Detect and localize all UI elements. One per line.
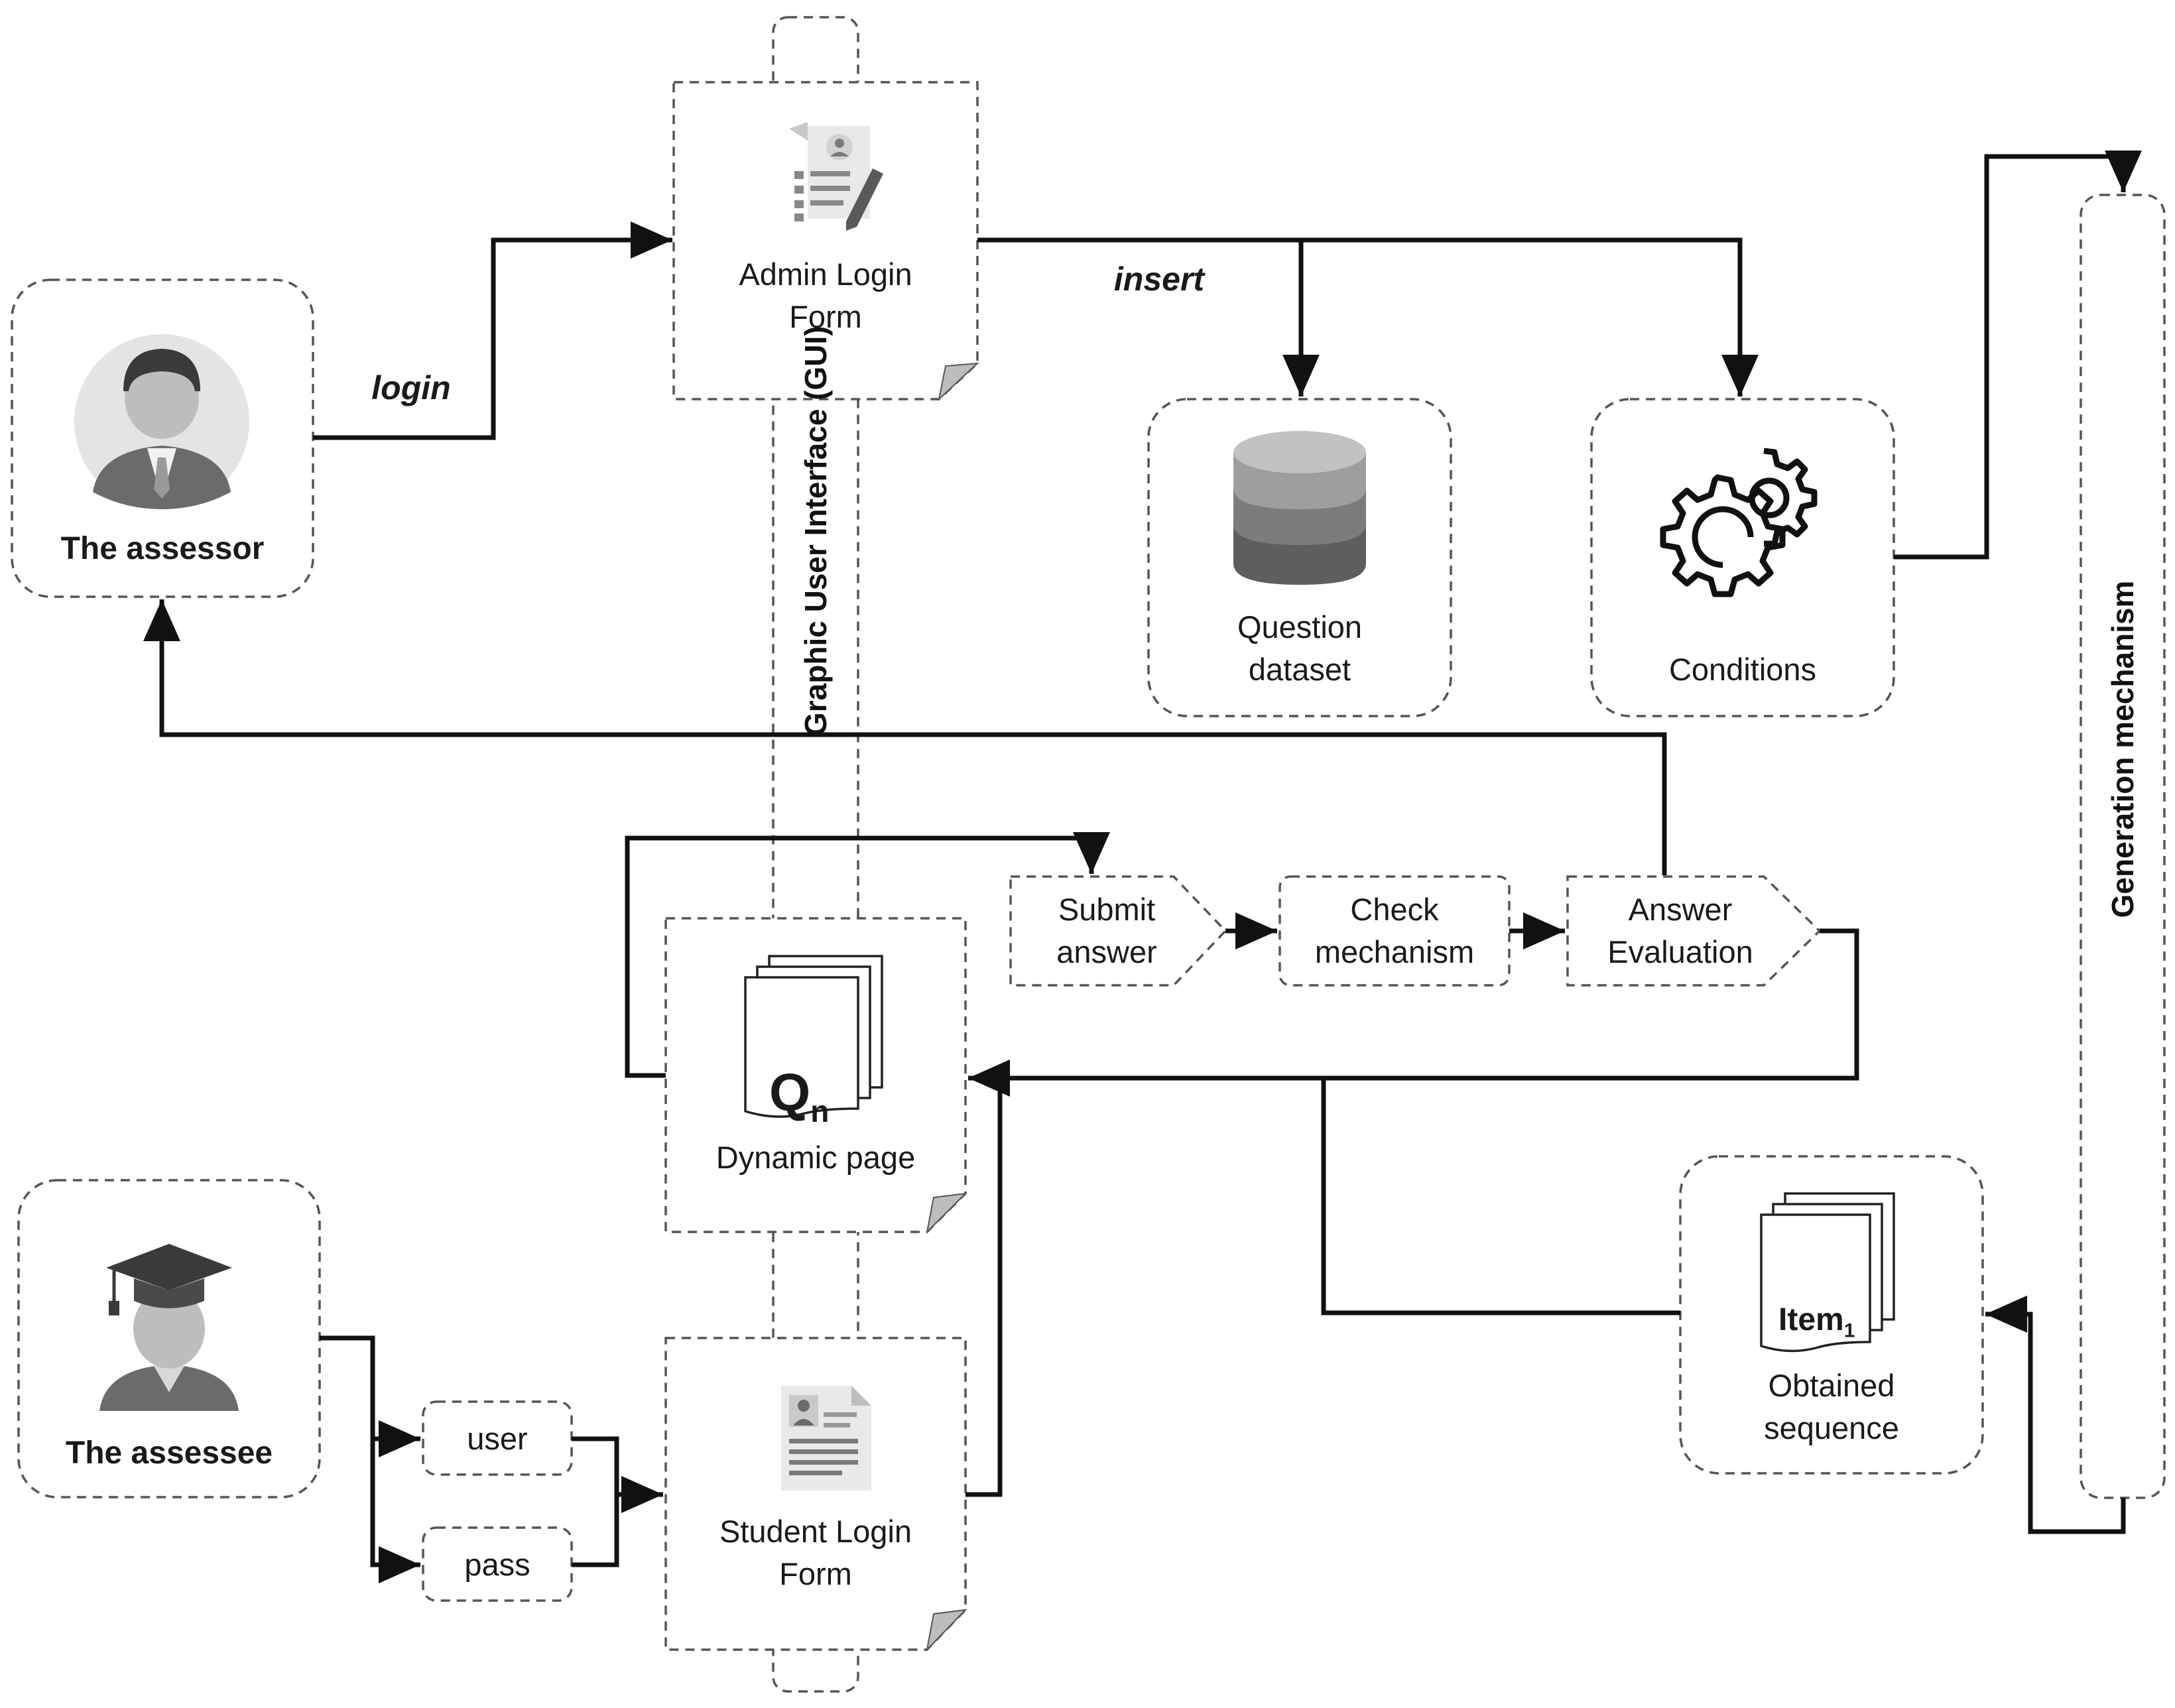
insert-edge-label: insert (1113, 261, 1205, 298)
admin-login-form-box (672, 81, 979, 401)
edge-generation-sequence (1985, 1296, 2126, 1534)
question-pages-icon (744, 955, 883, 1118)
edge-evaluation-dynamic (968, 928, 1859, 1097)
question-symbol-text: Q (769, 1063, 811, 1122)
check-mechanism-shape (1278, 875, 1511, 987)
assessor-label: The assessor (60, 531, 265, 566)
edge-conditions-generation (1894, 151, 2142, 560)
database-icon (1233, 431, 1366, 585)
generation-band-label: Generation mechanism (2105, 580, 2140, 918)
dynamic-page-label: Dynamic page (715, 1140, 916, 1175)
pass-label: pass (464, 1547, 530, 1582)
item-pages-icon (1760, 1192, 1895, 1353)
login-edge-label: login (371, 369, 451, 406)
edge-dynamic-submit (625, 832, 1110, 1078)
submit-answer-shape (1009, 875, 1227, 987)
edge-user-merge (572, 1436, 619, 1494)
gui-band-label: Graphic User Interface (GUI) (798, 326, 833, 736)
edge-student-dynamic (965, 1078, 1003, 1497)
student-profile-form-icon (781, 1386, 871, 1491)
question-n-symbol: Qn (769, 1001, 849, 1129)
item-symbol-sub: 1 (1843, 1319, 1855, 1342)
edge-insert-main (977, 237, 1759, 396)
item-1-symbol: Item1 (1778, 1265, 1878, 1343)
student-login-form-box (664, 1337, 967, 1652)
gui-band (772, 16, 859, 1693)
edge-evaluation-assessor (143, 599, 1667, 875)
connectors (143, 151, 2142, 1583)
submit-answer-label: Submit answer (1056, 892, 1157, 969)
item-symbol-text: Item (1778, 1302, 1844, 1337)
graduate-student-icon (99, 1244, 239, 1411)
student-login-form-label: Student Login Form (719, 1514, 912, 1591)
conditions-label: Conditions (1668, 652, 1817, 687)
edge-login (313, 221, 672, 440)
gears-icon (1660, 448, 1818, 597)
edge-assessee-user (320, 1335, 420, 1457)
user-label: user (467, 1421, 528, 1456)
registration-form-icon (789, 122, 883, 231)
answer-evaluation-shape (1566, 875, 1822, 987)
edge-pass-merge (572, 1494, 619, 1567)
obtained-sequence-label: Obtained sequence (1764, 1368, 1899, 1445)
answer-evaluation-label: Answer Evaluation (1607, 892, 1753, 969)
edge-sequence-dynamic (1321, 1078, 1680, 1315)
edge-assessee-pass (370, 1439, 420, 1583)
assessee-label: The assessee (65, 1435, 273, 1471)
question-symbol-sub: n (810, 1094, 830, 1128)
question-dataset-label: Question dataset (1237, 609, 1363, 687)
check-mechanism-label: Check mechanism (1314, 892, 1475, 969)
businessman-icon (74, 334, 249, 509)
admin-login-form-label: Admin Login Form (739, 257, 912, 334)
